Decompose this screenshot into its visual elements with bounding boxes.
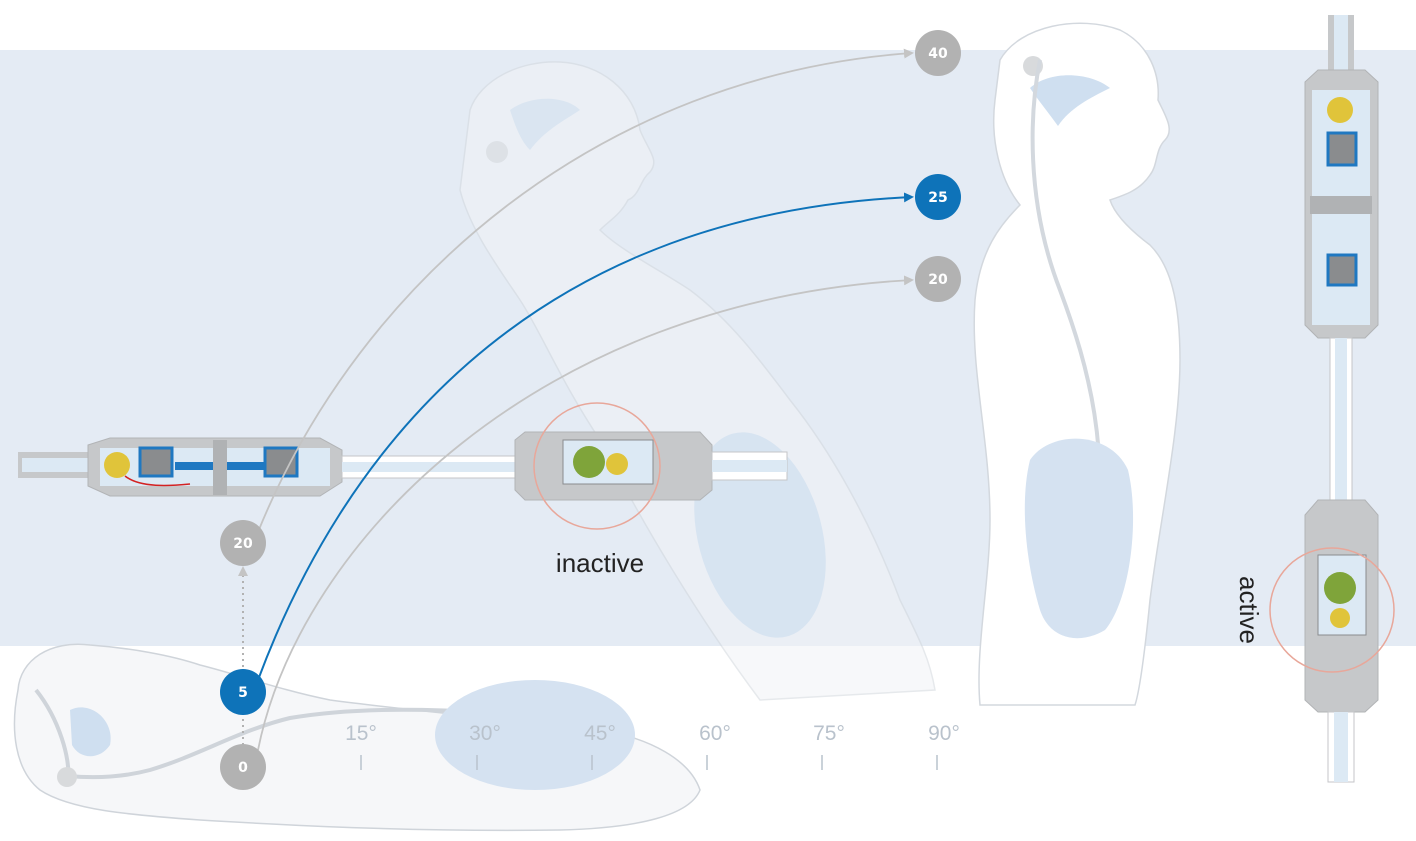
bubble-20-vertical — [915, 256, 961, 302]
horizontal-valve-assembly — [18, 402, 788, 530]
angle-scale: 15° 30° 45° 60° 75° 90° — [345, 722, 960, 770]
angle-label-75: 75° — [813, 722, 845, 745]
bubble-20-vertical-label: 20 — [928, 272, 948, 288]
active-label: active — [1234, 576, 1264, 644]
abdomen-cavity-lying — [435, 680, 635, 790]
bubble-40 — [915, 30, 961, 76]
angle-label-30: 30° — [469, 722, 501, 745]
bubble-0-label: 0 — [238, 760, 248, 776]
connector-20-to-40 — [257, 48, 914, 533]
bubble-25-label: 25 — [928, 190, 947, 206]
bubble-40-label: 40 — [928, 46, 948, 62]
bubble-25 — [915, 174, 961, 220]
bubble-20-horizontal — [220, 520, 266, 566]
bubble-20-horizontal-label: 20 — [233, 536, 253, 552]
angle-label-60: 60° — [699, 722, 731, 745]
angle-label-15: 15° — [345, 722, 377, 745]
connector-5-to-25 — [257, 192, 914, 681]
inactive-label: inactive — [556, 548, 644, 578]
connector-0-to-20 — [257, 275, 914, 751]
bubble-0 — [220, 744, 266, 790]
angle-label-45: 45° — [584, 722, 616, 745]
angle-label-90: 90° — [928, 722, 960, 745]
vertical-valve-assembly — [1269, 15, 1395, 783]
abdomen-cavity-standing — [1024, 438, 1134, 639]
bubble-5 — [220, 669, 266, 715]
abdomen-cavity-tilted — [694, 432, 826, 638]
bubble-5-label: 5 — [238, 685, 248, 701]
